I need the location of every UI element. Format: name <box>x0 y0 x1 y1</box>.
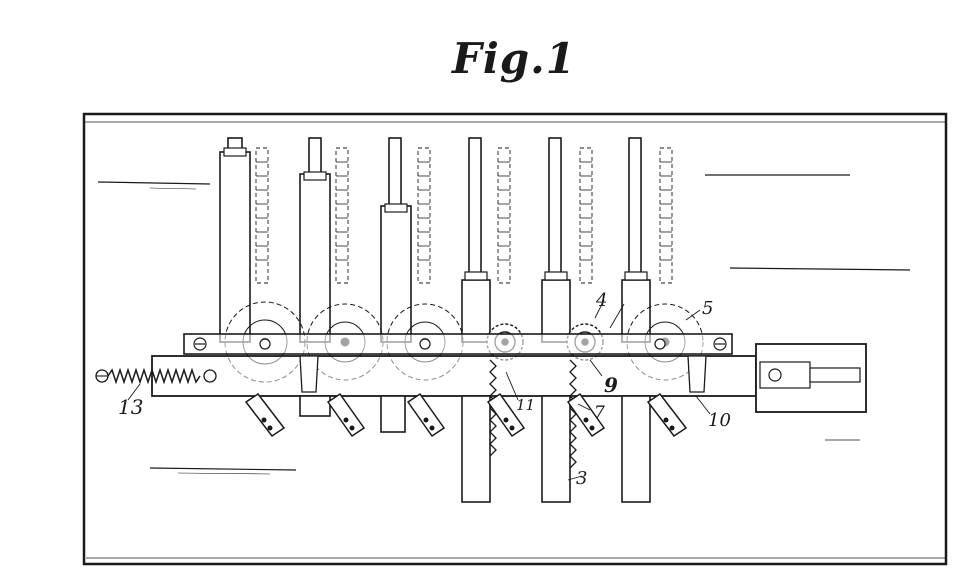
ref-label-10: 10 <box>708 410 731 431</box>
guide-screw <box>768 368 782 382</box>
carrier-screws <box>193 337 727 351</box>
paper-streaks <box>97 174 911 475</box>
ref-label-13: 13 <box>118 395 143 419</box>
dashed-ladders <box>255 147 673 284</box>
rod-caps <box>223 147 648 281</box>
drawing-frame <box>82 112 948 566</box>
leader-lines <box>127 299 711 481</box>
ref-label-5: 5 <box>702 298 713 319</box>
ref-label-3: 3 <box>576 468 587 489</box>
ref-label-11: 11 <box>516 396 535 414</box>
figure-title: Fig.1 <box>452 34 576 83</box>
latch-teeth <box>299 355 707 393</box>
pawl-levers <box>244 392 688 438</box>
pawl-screws <box>261 417 675 431</box>
ref-label-7: 7 <box>594 403 605 423</box>
ref-label-9: 9 <box>604 373 618 397</box>
lower-rods <box>299 395 651 503</box>
plunger-rods <box>219 137 651 343</box>
guide-slot <box>759 361 811 389</box>
tension-spring <box>107 367 201 385</box>
spring-end-screw <box>203 369 217 383</box>
ladder-rungs <box>256 161 672 261</box>
main-slide-bar <box>151 355 757 397</box>
guide-tongue <box>809 367 861 383</box>
upper-carrier-bar <box>183 333 733 355</box>
ref-label-4: 4 <box>595 290 607 311</box>
